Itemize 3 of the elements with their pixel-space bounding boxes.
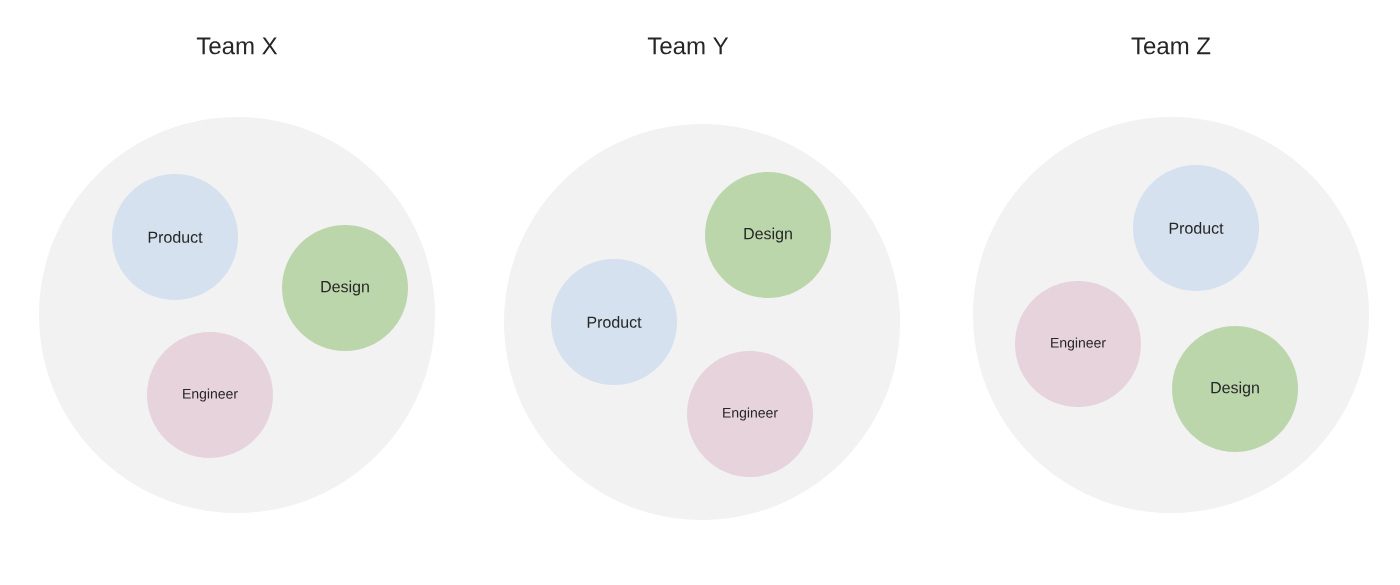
node-label: Team Y — [647, 37, 729, 55]
node-label: Team Z — [1131, 37, 1211, 55]
node-label: Team X — [196, 37, 278, 55]
